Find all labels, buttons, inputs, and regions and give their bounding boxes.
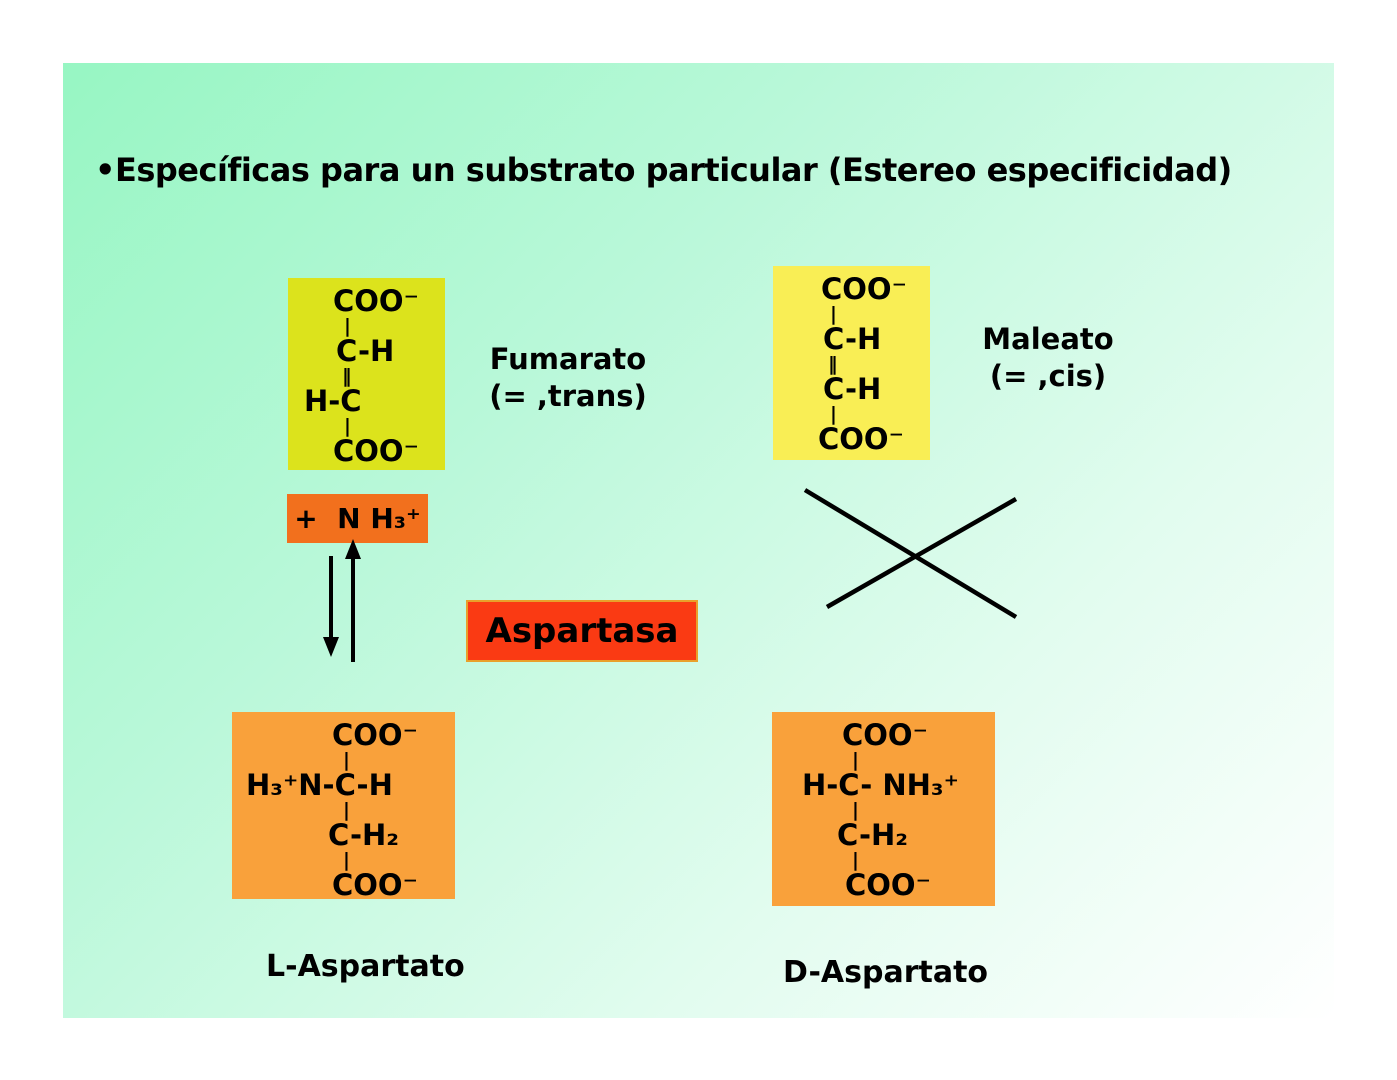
fumarato-label: Fumarato (= ,trans) (478, 341, 658, 415)
single-bond: | (852, 749, 859, 771)
reversible-arrows (323, 539, 361, 662)
double-bond: ‖ (342, 365, 352, 387)
maleato-label: Maleato (= ,cis) (973, 321, 1123, 395)
single-bond: | (343, 799, 350, 821)
maleato-label-name: Maleato (982, 322, 1114, 356)
formula-line: C-H (823, 372, 882, 406)
slide-background: •Específicas para un substrato particula… (63, 63, 1334, 1018)
formula-line: COO⁻ (842, 718, 928, 752)
l-aspartato-label: L-Aspartato (266, 949, 465, 984)
no-reaction-cross (803, 488, 1018, 619)
formula-line: COO⁻ (821, 272, 907, 306)
formula-line: COO⁻ (332, 718, 418, 752)
single-bond: | (343, 749, 350, 771)
double-bond: ‖ (828, 353, 838, 375)
single-bond: | (344, 315, 351, 337)
single-bond: | (830, 303, 837, 325)
formula-line: H-C- NH₃⁺ (802, 768, 959, 802)
l-aspartato-structure-box: COO⁻ | H₃⁺N-C-H | C-H₂ | COO⁻ (232, 712, 455, 902)
formula-line: COO⁻ (333, 284, 419, 318)
formula-line: C-H (336, 334, 395, 368)
formula-line: COO⁻ (332, 868, 418, 902)
maleato-structure-box: COO⁻ | C-H ‖ C-H | COO⁻ (773, 266, 930, 460)
single-bond: | (344, 415, 351, 437)
single-bond: | (852, 849, 859, 871)
formula-line: COO⁻ (818, 422, 904, 456)
formula-line: H-C (304, 384, 362, 418)
formula-line: C-H₂ (837, 818, 908, 852)
ammonium-box: + N H₃⁺ (287, 494, 428, 543)
d-aspartato-label: D-Aspartato (783, 955, 989, 990)
maleato-label-cis: (= ,cis) (989, 359, 1107, 393)
fumarato-label-trans: (= ,trans) (489, 379, 647, 413)
slide-title: •Específicas para un substrato particula… (95, 151, 1232, 189)
formula-line: H₃⁺N-C-H (246, 768, 393, 802)
formula-line: C-H₂ (328, 818, 399, 852)
formula-line: COO⁻ (333, 434, 419, 468)
single-bond: | (852, 799, 859, 821)
enzyme-box: Aspartasa (466, 600, 698, 662)
formula-line: C-H (823, 322, 882, 356)
single-bond: | (830, 403, 837, 425)
fumarato-structure-box: COO⁻ | C-H ‖ H-C | COO⁻ (288, 278, 445, 470)
d-aspartato-structure-box: COO⁻ | H-C- NH₃⁺ | C-H₂ | COO⁻ (772, 712, 995, 906)
formula-line: COO⁻ (845, 868, 931, 902)
fumarato-label-name: Fumarato (489, 342, 647, 376)
single-bond: | (343, 849, 350, 871)
